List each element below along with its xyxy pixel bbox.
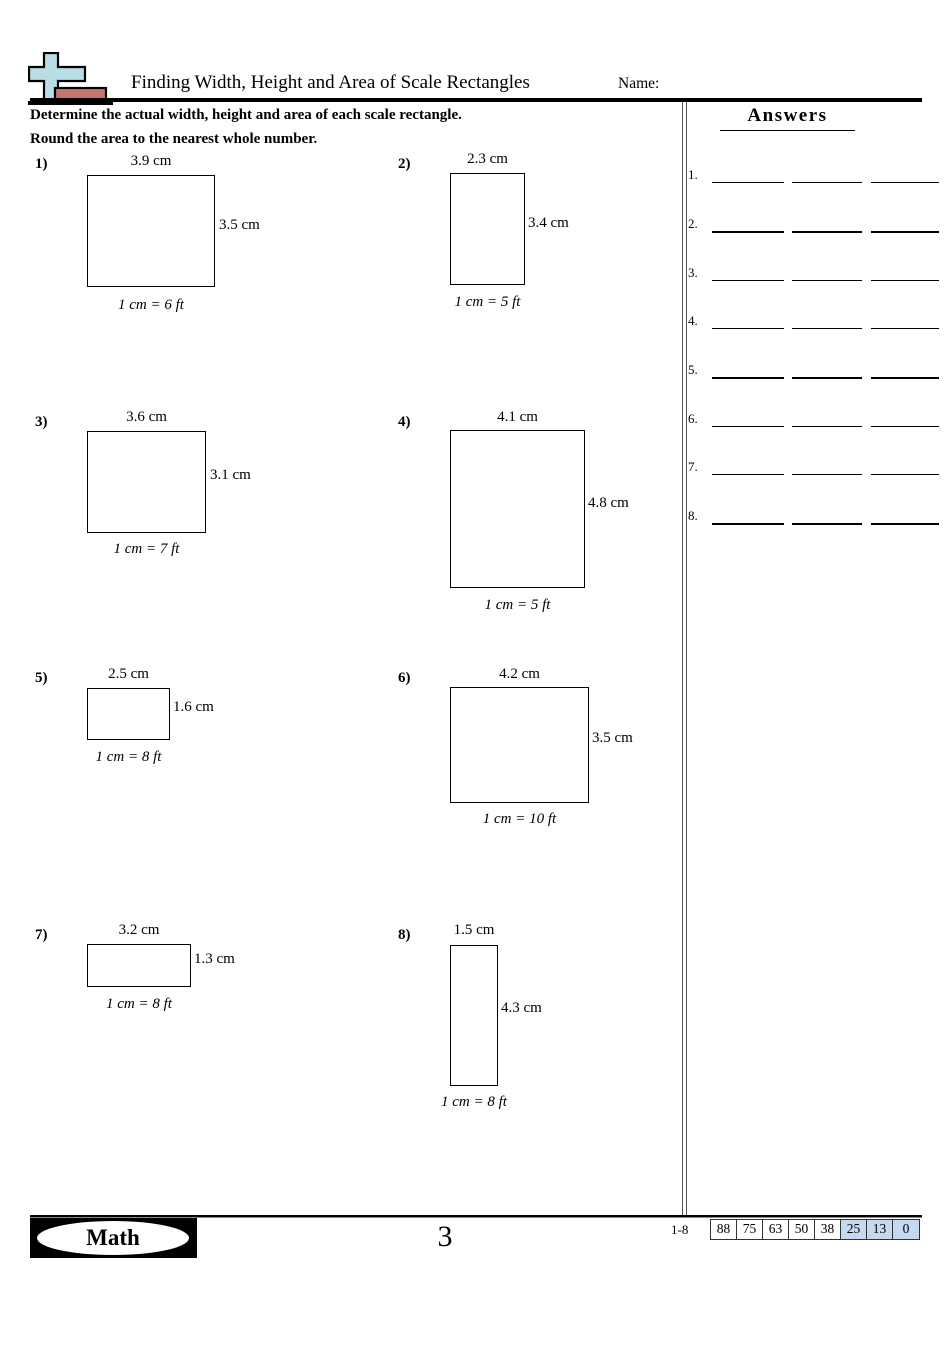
answer-7-blank-3 — [871, 474, 939, 475]
answer-3-blank-3 — [871, 280, 939, 281]
problem-7-height-label: 1.3 cm — [194, 951, 235, 967]
answer-4-number: 4. — [688, 313, 698, 328]
answer-6-blank-3 — [871, 426, 939, 427]
problem-8-rectangle — [450, 945, 498, 1086]
score-table: 88 75 63 50 38 25 13 0 — [710, 1219, 920, 1240]
problem-3-scale-label: 1 cm = 7 ft — [113, 541, 180, 557]
problem-6-height-label: 3.5 cm — [592, 730, 633, 746]
score-cell-highlighted: 13 — [867, 1220, 893, 1239]
problem-7-rectangle — [87, 944, 191, 987]
answers-heading: Answers — [720, 105, 855, 131]
answer-1-blank-1 — [712, 182, 784, 183]
problem-7-scale-label: 1 cm = 8 ft — [106, 996, 172, 1012]
problem-4-height-label: 4.8 cm — [588, 495, 629, 511]
problem-6-number: 6) — [398, 670, 411, 686]
problem-1-width-label: 3.9 cm — [130, 153, 172, 169]
answer-1-number: 1. — [688, 167, 698, 182]
instruction-line-2: Round the area to the nearest whole numb… — [30, 131, 318, 147]
problem-5-width-label: 2.5 cm — [108, 666, 149, 682]
instruction-line-1: Determine the actual width, height and a… — [30, 107, 462, 123]
answer-3-blank-2 — [792, 280, 862, 281]
problem-8-height-label: 4.3 cm — [501, 1000, 542, 1016]
answer-4-blank-2 — [792, 328, 862, 329]
problem-4-width-label: 4.1 cm — [497, 409, 538, 425]
answer-7-blank-1 — [712, 474, 784, 475]
header-rule — [30, 98, 922, 102]
answer-6-number: 6. — [688, 411, 698, 426]
score-cell-highlighted: 25 — [841, 1220, 867, 1239]
answer-2-blank-2 — [792, 231, 862, 233]
answer-8-number: 8. — [688, 508, 698, 523]
answer-3-blank-1 — [712, 280, 784, 281]
problem-2-rectangle — [450, 173, 525, 285]
column-divider — [682, 102, 687, 1215]
problem-7-number: 7) — [35, 927, 48, 943]
problem-1-rectangle — [87, 175, 215, 287]
answer-4-blank-1 — [712, 328, 784, 329]
problem-4-number: 4) — [398, 414, 411, 430]
score-cell: 38 — [815, 1220, 841, 1239]
answer-5-blank-3 — [871, 377, 939, 379]
answer-6-blank-2 — [792, 426, 862, 427]
problem-6-width-label: 4.2 cm — [499, 666, 540, 682]
brand-logo: Math — [30, 1218, 197, 1258]
answer-1-blank-2 — [792, 182, 862, 183]
problem-2-number: 2) — [398, 156, 411, 172]
answer-8-blank-2 — [792, 523, 862, 525]
answer-8-blank-1 — [712, 523, 784, 525]
score-range-label: 1-8 — [671, 1222, 689, 1237]
score-cell: 50 — [789, 1220, 815, 1239]
answer-5-blank-1 — [712, 377, 784, 379]
score-cell: 88 — [711, 1220, 737, 1239]
problem-2-width-label: 2.3 cm — [467, 151, 508, 167]
problem-1-number: 1) — [35, 156, 48, 172]
answer-8-blank-3 — [871, 523, 939, 525]
problem-4-rectangle — [450, 430, 585, 588]
problem-6-scale-label: 1 cm = 10 ft — [482, 811, 557, 827]
answer-4-blank-3 — [871, 328, 939, 329]
problem-8-width-label: 1.5 cm — [453, 922, 495, 938]
answer-7-number: 7. — [688, 459, 698, 474]
problem-3-width-label: 3.6 cm — [126, 409, 167, 425]
problem-5-rectangle — [87, 688, 170, 740]
answer-5-blank-2 — [792, 377, 862, 379]
problem-3-rectangle — [87, 431, 206, 533]
answer-1-blank-3 — [871, 182, 939, 183]
answer-7-blank-2 — [792, 474, 862, 475]
answer-2-number: 2. — [688, 216, 698, 231]
problem-7-width-label: 3.2 cm — [118, 922, 160, 938]
problem-8-scale-label: 1 cm = 8 ft — [441, 1094, 507, 1110]
score-cell-highlighted: 0 — [893, 1220, 919, 1239]
problem-5-scale-label: 1 cm = 8 ft — [95, 749, 162, 765]
problem-3-number: 3) — [35, 414, 48, 430]
page-number: 3 — [437, 1220, 453, 1253]
problem-8-number: 8) — [398, 927, 411, 943]
page-title: Finding Width, Height and Area of Scale … — [131, 72, 530, 93]
brand-ellipse: Math — [37, 1221, 189, 1255]
answer-6-blank-1 — [712, 426, 784, 427]
problem-4-scale-label: 1 cm = 5 ft — [484, 597, 551, 613]
score-cell: 63 — [763, 1220, 789, 1239]
footer-rule — [30, 1215, 922, 1218]
problem-2-scale-label: 1 cm = 5 ft — [454, 294, 521, 310]
name-label: Name: — [618, 75, 660, 92]
score-cell: 75 — [737, 1220, 763, 1239]
math-cross-logo-icon — [28, 52, 113, 105]
problem-1-scale-label: 1 cm = 6 ft — [118, 297, 184, 313]
brand-label: Math — [86, 1225, 140, 1250]
problem-5-height-label: 1.6 cm — [173, 699, 214, 715]
problem-3-height-label: 3.1 cm — [210, 467, 251, 483]
problem-6-rectangle — [450, 687, 589, 803]
answer-2-blank-3 — [871, 231, 939, 233]
answer-5-number: 5. — [688, 362, 698, 377]
problem-1-height-label: 3.5 cm — [219, 217, 260, 233]
answer-2-blank-1 — [712, 231, 784, 233]
problem-2-height-label: 3.4 cm — [528, 215, 569, 231]
problem-5-number: 5) — [35, 670, 48, 686]
answer-3-number: 3. — [688, 265, 698, 280]
